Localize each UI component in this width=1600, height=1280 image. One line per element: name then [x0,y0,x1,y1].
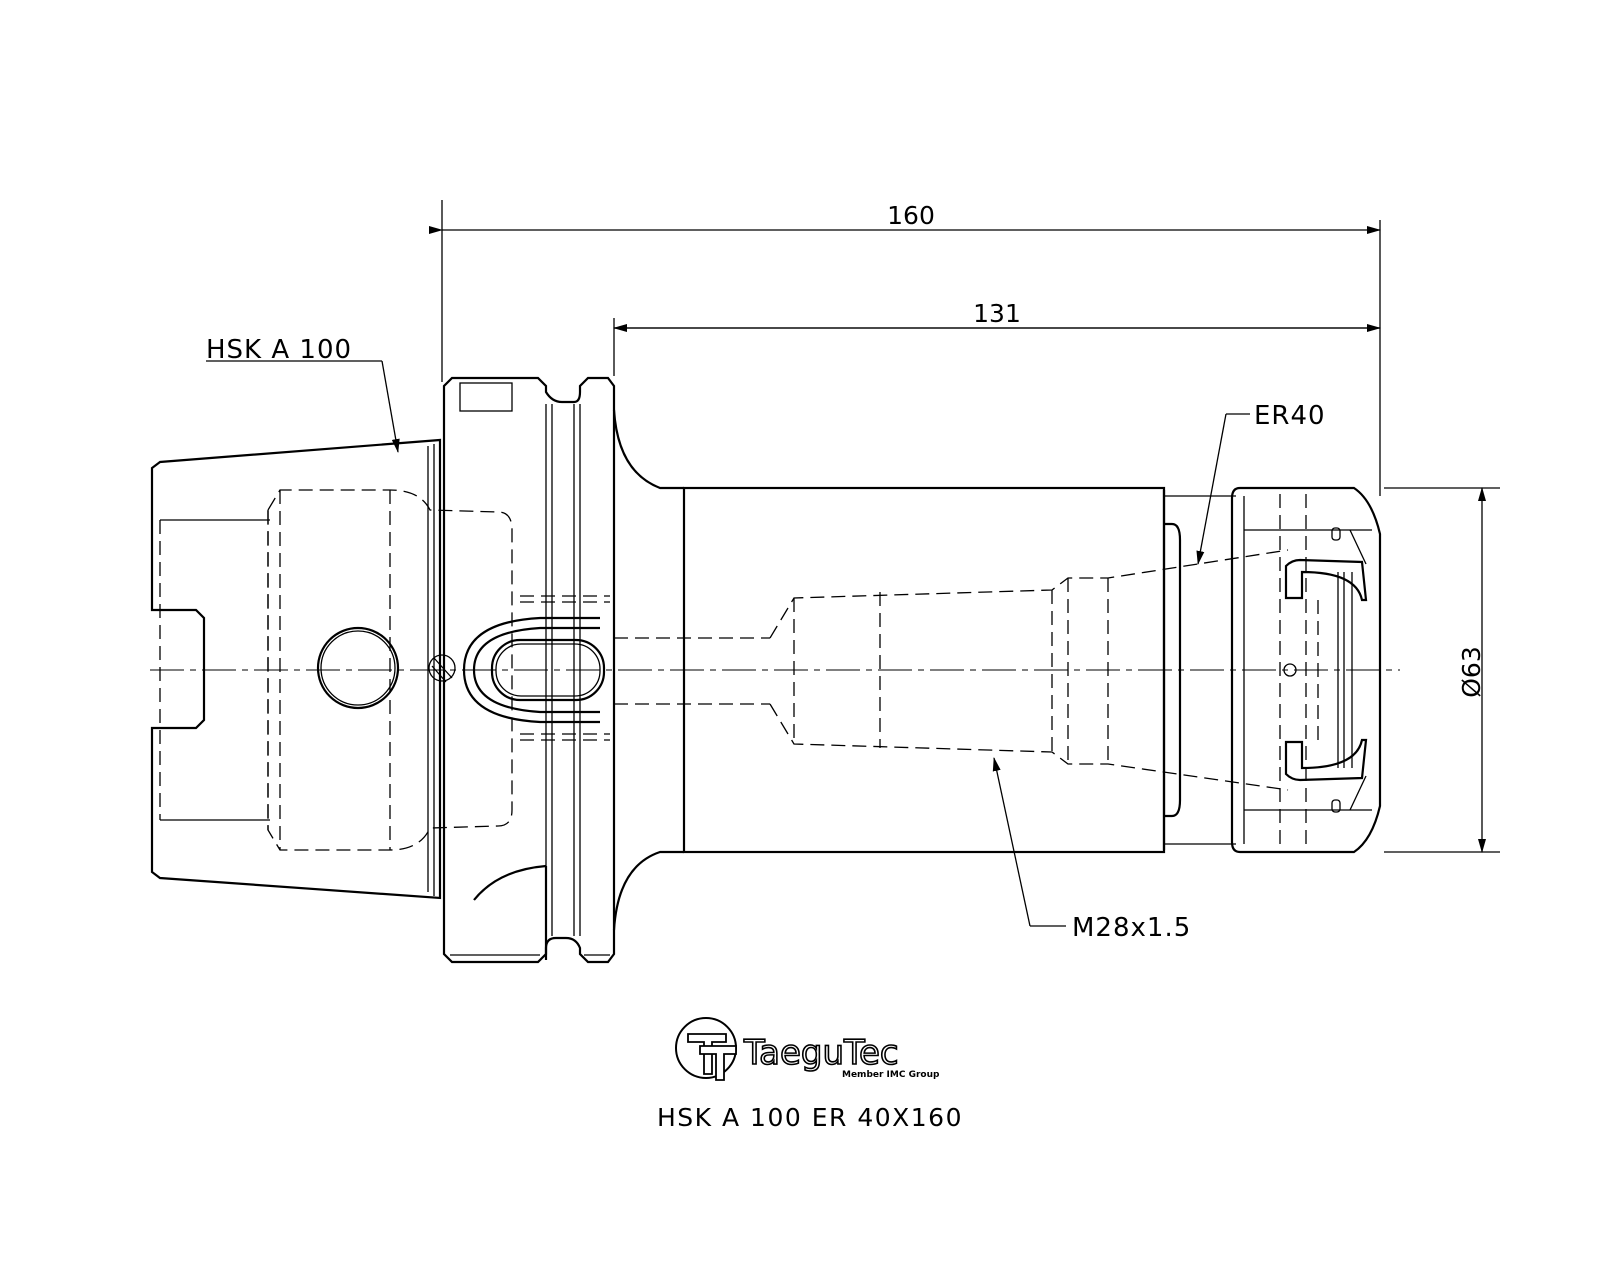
taegutec-logo: TaeguTec Member IMC Group [675,1017,940,1081]
logo-brand: TaeguTec [743,1033,899,1073]
dimension-diameter: Ø63 [1384,487,1500,853]
hsk-shank [150,438,456,900]
collet-nut [1162,486,1382,854]
callout-thread-label: M28x1.5 [1072,913,1191,943]
dimension-160-label: 160 [887,201,935,230]
callout-hsk: HSK A 100 [206,335,400,453]
drawing-title: HSK A 100 ER 40X160 [657,1103,963,1132]
taegutec-emblem-icon [675,1017,737,1081]
flange-hidden [520,595,610,741]
dimension-160: 160 [429,200,1381,496]
dimension-131-label: 131 [973,299,1021,328]
drive-slot [462,616,606,724]
collet-nut-hidden [1279,494,1319,846]
logo-tagline: Member IMC Group [842,1070,940,1080]
hsk-hidden-bore [159,489,513,851]
callout-hsk-label: HSK A 100 [206,335,352,365]
callout-er40: ER40 [1196,401,1326,565]
callout-er40-label: ER40 [1254,401,1326,431]
callout-thread: M28x1.5 [992,757,1191,943]
flange [442,376,616,964]
body-hidden-bore [614,549,1289,791]
dimension-131: 131 [613,299,1381,376]
dimension-diameter-label: Ø63 [1457,646,1486,698]
